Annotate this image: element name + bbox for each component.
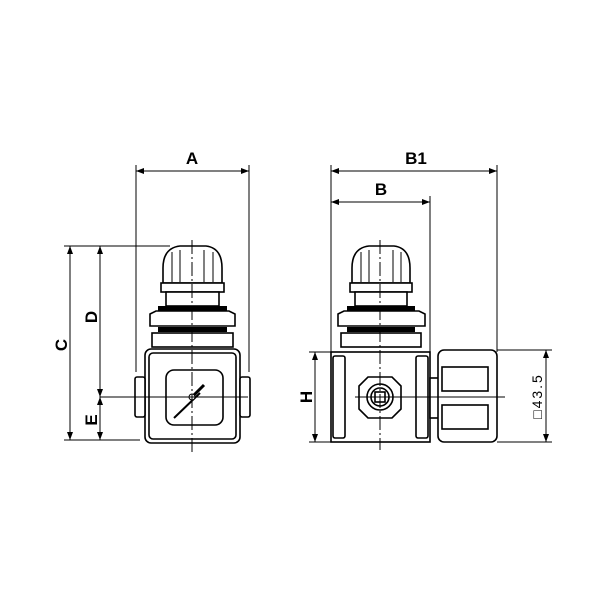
dimension-label-d: D xyxy=(82,311,101,323)
dimension-label-h: H xyxy=(297,391,316,403)
dimension-label-c: C xyxy=(52,339,71,351)
dimension-label-e: E xyxy=(82,414,101,425)
side-view: B1 B H □43.5 xyxy=(297,149,552,450)
dimension-label-b: B xyxy=(375,180,387,199)
dimension-label-square: □43.5 xyxy=(529,373,545,419)
lock-nut xyxy=(337,310,426,327)
front-view: A C D E xyxy=(52,149,251,452)
adjustment-knob xyxy=(351,245,411,284)
dimension-label-a: A xyxy=(186,149,198,168)
dimension-label-b1: B1 xyxy=(405,149,427,168)
